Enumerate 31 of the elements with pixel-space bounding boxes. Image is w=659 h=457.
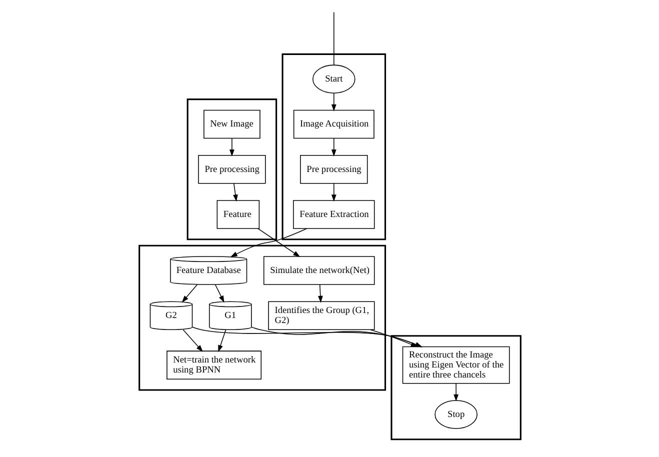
arrow xyxy=(218,329,226,352)
cluster xyxy=(186,98,277,240)
node-box: New Image xyxy=(203,110,260,139)
cluster xyxy=(390,335,521,440)
node-box: Feature xyxy=(216,200,260,229)
node-ellipse: Start xyxy=(312,64,355,94)
arrow xyxy=(230,228,307,258)
node-box: Pre processing xyxy=(300,154,368,184)
cluster xyxy=(281,53,386,240)
arrow xyxy=(229,138,234,157)
arrow xyxy=(214,284,224,303)
node-box: Reconstruct the Image using Eigen Vector of the entire three chancels xyxy=(402,346,510,384)
arrow xyxy=(257,228,300,258)
cluster xyxy=(138,244,386,391)
arrow xyxy=(330,138,336,157)
arrow xyxy=(370,329,418,348)
arrow xyxy=(330,183,336,202)
node-box: Feature Extraction xyxy=(292,200,374,229)
node-box: Image Acquisition xyxy=(292,110,374,139)
node-box: Net=train the network using BPNN xyxy=(166,350,262,380)
arrow xyxy=(232,183,238,202)
arrow xyxy=(181,284,198,303)
arrow xyxy=(317,284,322,303)
arrow xyxy=(453,383,458,402)
arrow xyxy=(182,329,202,352)
node-box: Simulate the network(Net) xyxy=(262,256,374,285)
node-box: Pre processing xyxy=(198,154,266,184)
node-box: Identifies the Group (G1, G2) xyxy=(268,301,374,330)
connector xyxy=(333,12,334,66)
arrow xyxy=(330,92,336,112)
node-ellipse: Stop xyxy=(434,400,477,429)
